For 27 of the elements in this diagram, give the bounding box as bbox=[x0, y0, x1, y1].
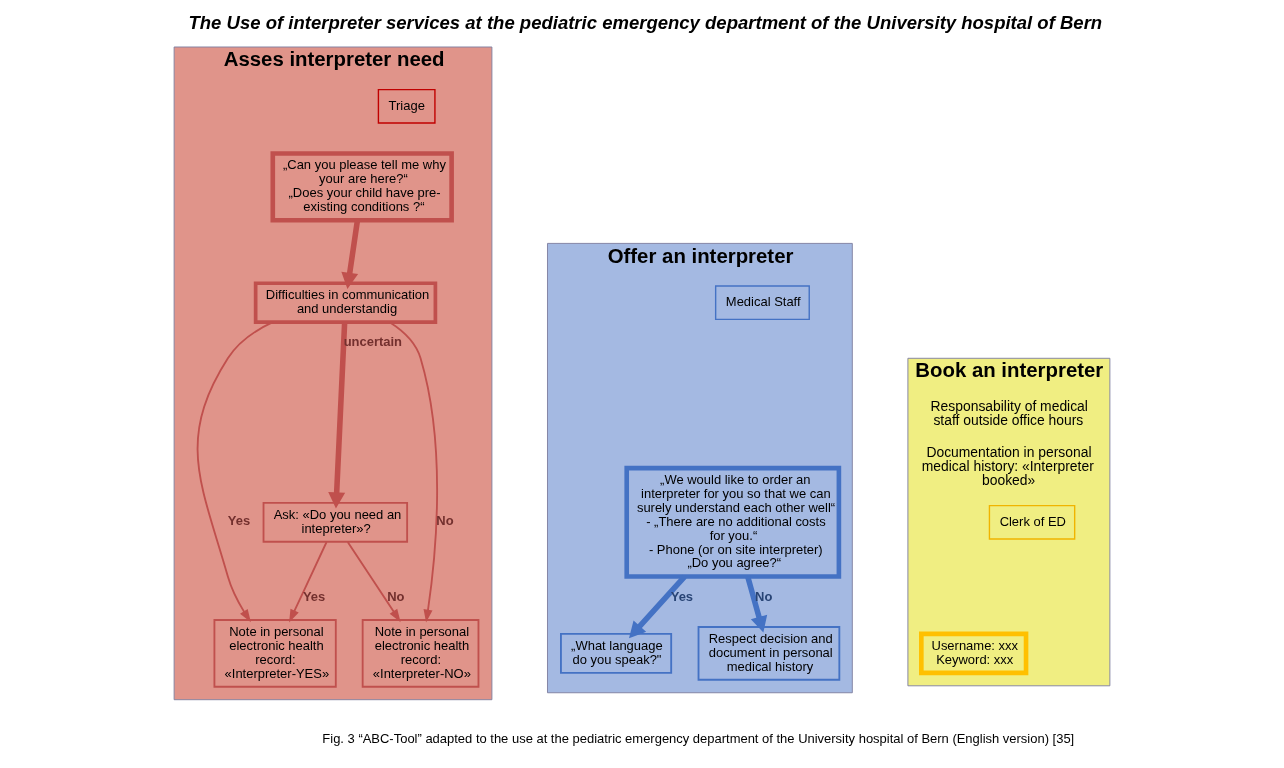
node-box: „What language do you speak?" bbox=[560, 633, 673, 674]
node-box: Ask: «Do you need an intepreter»? bbox=[262, 501, 409, 543]
edge-label: No bbox=[436, 512, 454, 528]
node-box: „Can you please tell me why your are here?“ „Does your child have pre-existing conditions ?“ bbox=[270, 151, 454, 223]
node-box: Note in personal electronic health record: «Interpreter-YES» bbox=[213, 619, 337, 688]
arrow bbox=[196, 321, 274, 623]
node-box: Difficulties in communication and understandig bbox=[253, 281, 438, 324]
edge-label: Yes bbox=[227, 512, 251, 528]
arrow bbox=[328, 322, 348, 509]
node-box: Medical Staff bbox=[714, 285, 810, 321]
node-box: Username: xxx Keyword: xxx bbox=[919, 631, 1029, 676]
node-box: „We would like to order an interpreter for you so that we can surely understand each other well“ - „There are no additional costs for you.“ - Phone (or on site interpreter) „Do you agree?“ bbox=[624, 465, 842, 579]
caption: Fig. 3 “ABC-Tool” adapted to the use at the pediatric emergency department of the University hospital of Bern (English version) [35] bbox=[322, 730, 1075, 746]
node-box: Triage bbox=[377, 88, 436, 124]
arrow bbox=[341, 220, 361, 289]
diagram-title: The Use of interpreter services at the pediatric emergency department of the University hospital of Bern bbox=[188, 12, 1103, 34]
arrow bbox=[289, 541, 328, 623]
arrow bbox=[346, 541, 401, 623]
edge-label: Yes bbox=[670, 588, 694, 604]
edge-label: No bbox=[755, 588, 773, 604]
arrow bbox=[388, 321, 439, 623]
edge-label: No bbox=[387, 588, 405, 604]
edge-label: Yes bbox=[302, 588, 326, 604]
node-box: Note in personal electronic health record: «Interpreter-NO» bbox=[361, 619, 480, 688]
node-box: Respect decision and document in personal medical history bbox=[697, 626, 841, 681]
arrow bbox=[745, 575, 768, 633]
node-box: Clerk of ED bbox=[988, 504, 1076, 540]
